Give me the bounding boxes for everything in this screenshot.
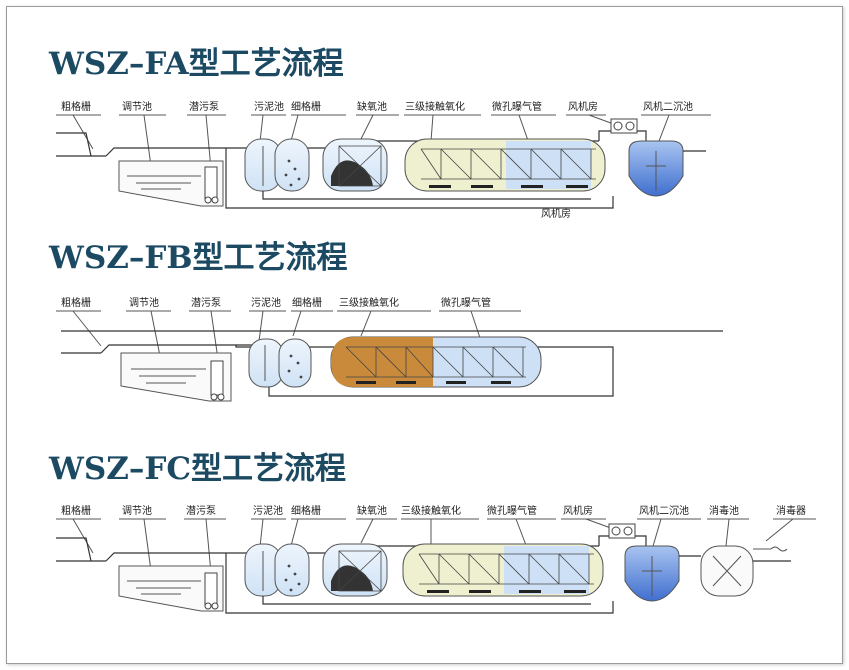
label-secondary-clarifier: 风机二沉池: [643, 100, 693, 113]
label-fine-screen: 细格栅: [291, 100, 321, 113]
diagram-fa-title: WSZ–FA型工艺流程: [48, 46, 344, 82]
label-coarse-screen: 粗格栅: [61, 504, 91, 517]
process-flow-diagrams: WSZ–FA型工艺流程 粗格栅 调节池 潜污泵 污泥池 细格栅 缺氧池 三级接触…: [48, 46, 816, 614]
diagram-fc: WSZ–FC型工艺流程 粗格栅 调节池 潜污泵 污泥池 细格栅 缺氧池 三级接触…: [48, 451, 816, 614]
label-sludge-tank: 污泥池: [251, 296, 281, 309]
label-blower-room: 风机房: [568, 100, 598, 113]
label-equalization-tank: 调节池: [122, 100, 152, 113]
label-coarse-screen: 粗格栅: [61, 296, 91, 309]
label-fine-screen: 细格栅: [292, 296, 322, 309]
diagram-fb: WSZ–FB型工艺流程 粗格栅 调节池 潜污泵 污泥池 细格栅 三级接触氧化 微…: [48, 240, 723, 402]
diagram-fc-title: WSZ–FC型工艺流程: [48, 451, 346, 487]
label-anoxic-tank: 缺氧池: [357, 100, 387, 113]
label-secondary-clarifier: 风机二沉池: [639, 504, 689, 517]
label-anoxic-tank: 缺氧池: [357, 504, 387, 517]
label-contact-oxidation: 三级接触氧化: [339, 296, 399, 309]
label-blower-room-bottom: 风机房: [541, 207, 571, 220]
label-submersible-pump: 潜污泵: [189, 100, 219, 113]
label-sludge-tank: 污泥池: [254, 100, 284, 113]
label-aeration-pipe: 微孔曝气管: [492, 100, 542, 113]
label-sludge-tank: 污泥池: [253, 504, 283, 517]
label-contact-oxidation: 三级接触氧化: [405, 100, 465, 113]
label-disinfector: 消毒器: [776, 504, 806, 517]
label-disinfection-tank: 消毒池: [709, 504, 739, 517]
label-aeration-pipe: 微孔曝气管: [487, 504, 537, 517]
label-contact-oxidation: 三级接触氧化: [401, 504, 461, 517]
label-aeration-pipe: 微孔曝气管: [441, 296, 491, 309]
diagram-fb-title: WSZ–FB型工艺流程: [48, 240, 348, 276]
label-equalization-tank: 调节池: [122, 504, 152, 517]
label-equalization-tank: 调节池: [129, 296, 159, 309]
label-submersible-pump: 潜污泵: [186, 504, 216, 517]
label-fine-screen: 细格栅: [291, 504, 321, 517]
diagram-frame: WSZ–FA型工艺流程 粗格栅 调节池 潜污泵 污泥池 细格栅 缺氧池 三级接触…: [6, 6, 843, 664]
label-blower-room: 风机房: [563, 504, 593, 517]
label-coarse-screen: 粗格栅: [61, 100, 91, 113]
label-submersible-pump: 潜污泵: [191, 296, 221, 309]
diagram-fa: WSZ–FA型工艺流程 粗格栅 调节池 潜污泵 污泥池 细格栅 缺氧池 三级接触…: [48, 46, 711, 220]
